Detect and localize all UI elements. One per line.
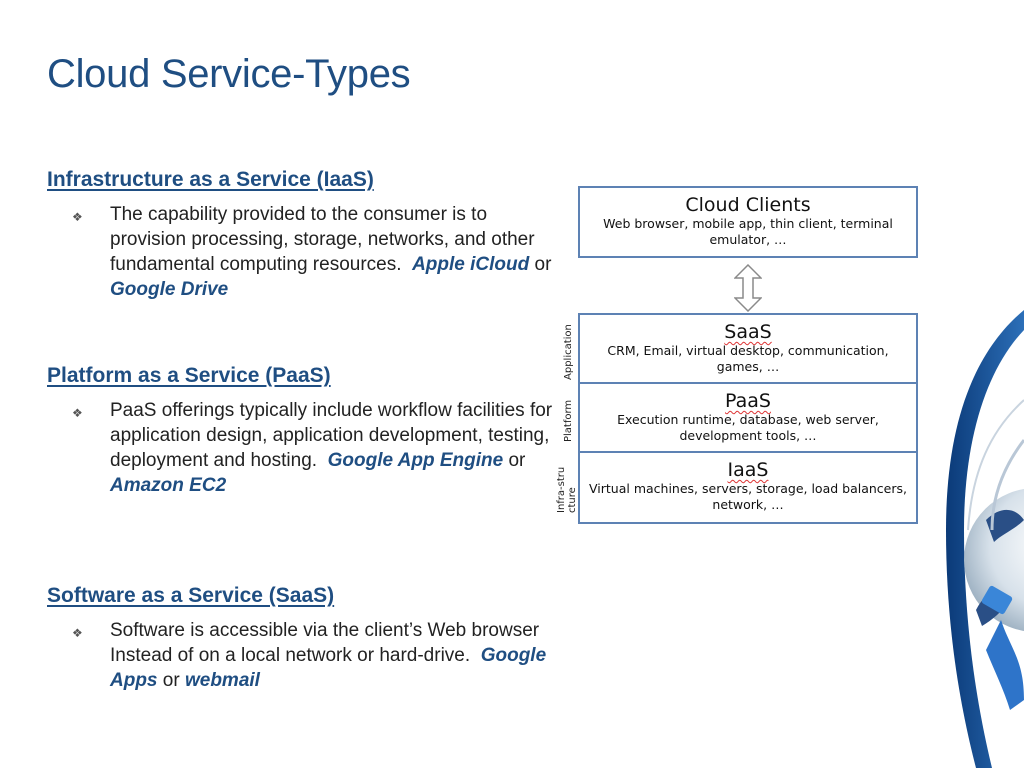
- section-heading-iaas: Infrastructure as a Service (IaaS): [47, 168, 374, 191]
- example-google-drive: Google Drive: [110, 279, 229, 300]
- layer-iaas-title: IaaS: [727, 459, 769, 481]
- bullet-paas: ❖ PaaS offerings typically include workf…: [47, 398, 557, 498]
- cloud-stack-diagram: Cloud Clients Web browser, mobile app, t…: [548, 180, 928, 530]
- section-heading-paas: Platform as a Service (PaaS): [47, 364, 331, 387]
- globe-network-decoration: [946, 310, 1024, 768]
- diamond-bullet-icon: ❖: [72, 210, 83, 224]
- section-iaas: Infrastructure as a Service (IaaS) ❖ The…: [47, 168, 557, 302]
- example-amazon-ec2: Amazon EC2: [110, 475, 227, 496]
- layer-iaas: IaaS Virtual machines, servers, storage,…: [580, 453, 916, 522]
- layer-paas-desc: Execution runtime, database, web server,…: [617, 412, 879, 443]
- cloud-clients-desc: Web browser, mobile app, thin client, te…: [603, 216, 893, 247]
- layer-saas: SaaS CRM, Email, virtual desktop, commun…: [580, 315, 916, 384]
- example-google-app-engine: Google App Engine: [327, 450, 504, 471]
- layer-saas-desc: CRM, Email, virtual desktop, communicati…: [607, 343, 889, 374]
- slide-title: Cloud Service-Types: [47, 52, 411, 96]
- bullet-text: The capability provided to the consumer …: [110, 204, 535, 275]
- section-paas: Platform as a Service (PaaS) ❖ PaaS offe…: [47, 364, 557, 498]
- bullet-iaas: ❖ The capability provided to the consume…: [47, 202, 557, 302]
- layer-iaas-desc: Virtual machines, servers, storage, load…: [589, 481, 907, 512]
- diamond-bullet-icon: ❖: [72, 406, 83, 420]
- example-apple-icloud: Apple iCloud: [412, 254, 530, 275]
- connector-or: or: [162, 670, 180, 691]
- section-saas: Software as a Service (SaaS) ❖ Software …: [47, 584, 557, 693]
- cloud-clients-box: Cloud Clients Web browser, mobile app, t…: [578, 186, 918, 258]
- bullet-text: PaaS offerings typically include workflo…: [110, 400, 553, 471]
- side-label-platform: Platform: [563, 399, 574, 442]
- example-webmail: webmail: [184, 670, 260, 691]
- connector-or: or: [534, 254, 552, 275]
- bullet-saas: ❖ Software is accessible via the client’…: [47, 618, 557, 693]
- connector-or: or: [508, 450, 526, 471]
- example-google-apps: Google Apps: [110, 645, 547, 691]
- layer-paas-title: PaaS: [725, 390, 771, 412]
- double-arrow-icon: [734, 264, 762, 312]
- layer-paas: PaaS Execution runtime, database, web se…: [580, 384, 916, 453]
- side-label-infrastructure: Infra-structure: [556, 466, 578, 513]
- diamond-bullet-icon: ❖: [72, 626, 83, 640]
- side-label-application: Application: [563, 324, 574, 380]
- cloud-clients-title: Cloud Clients: [685, 194, 811, 216]
- service-stack: SaaS CRM, Email, virtual desktop, commun…: [578, 313, 918, 524]
- bullet-text: Software is accessible via the client’s …: [110, 620, 540, 666]
- section-heading-saas: Software as a Service (SaaS): [47, 584, 335, 607]
- layer-saas-title: SaaS: [724, 321, 772, 343]
